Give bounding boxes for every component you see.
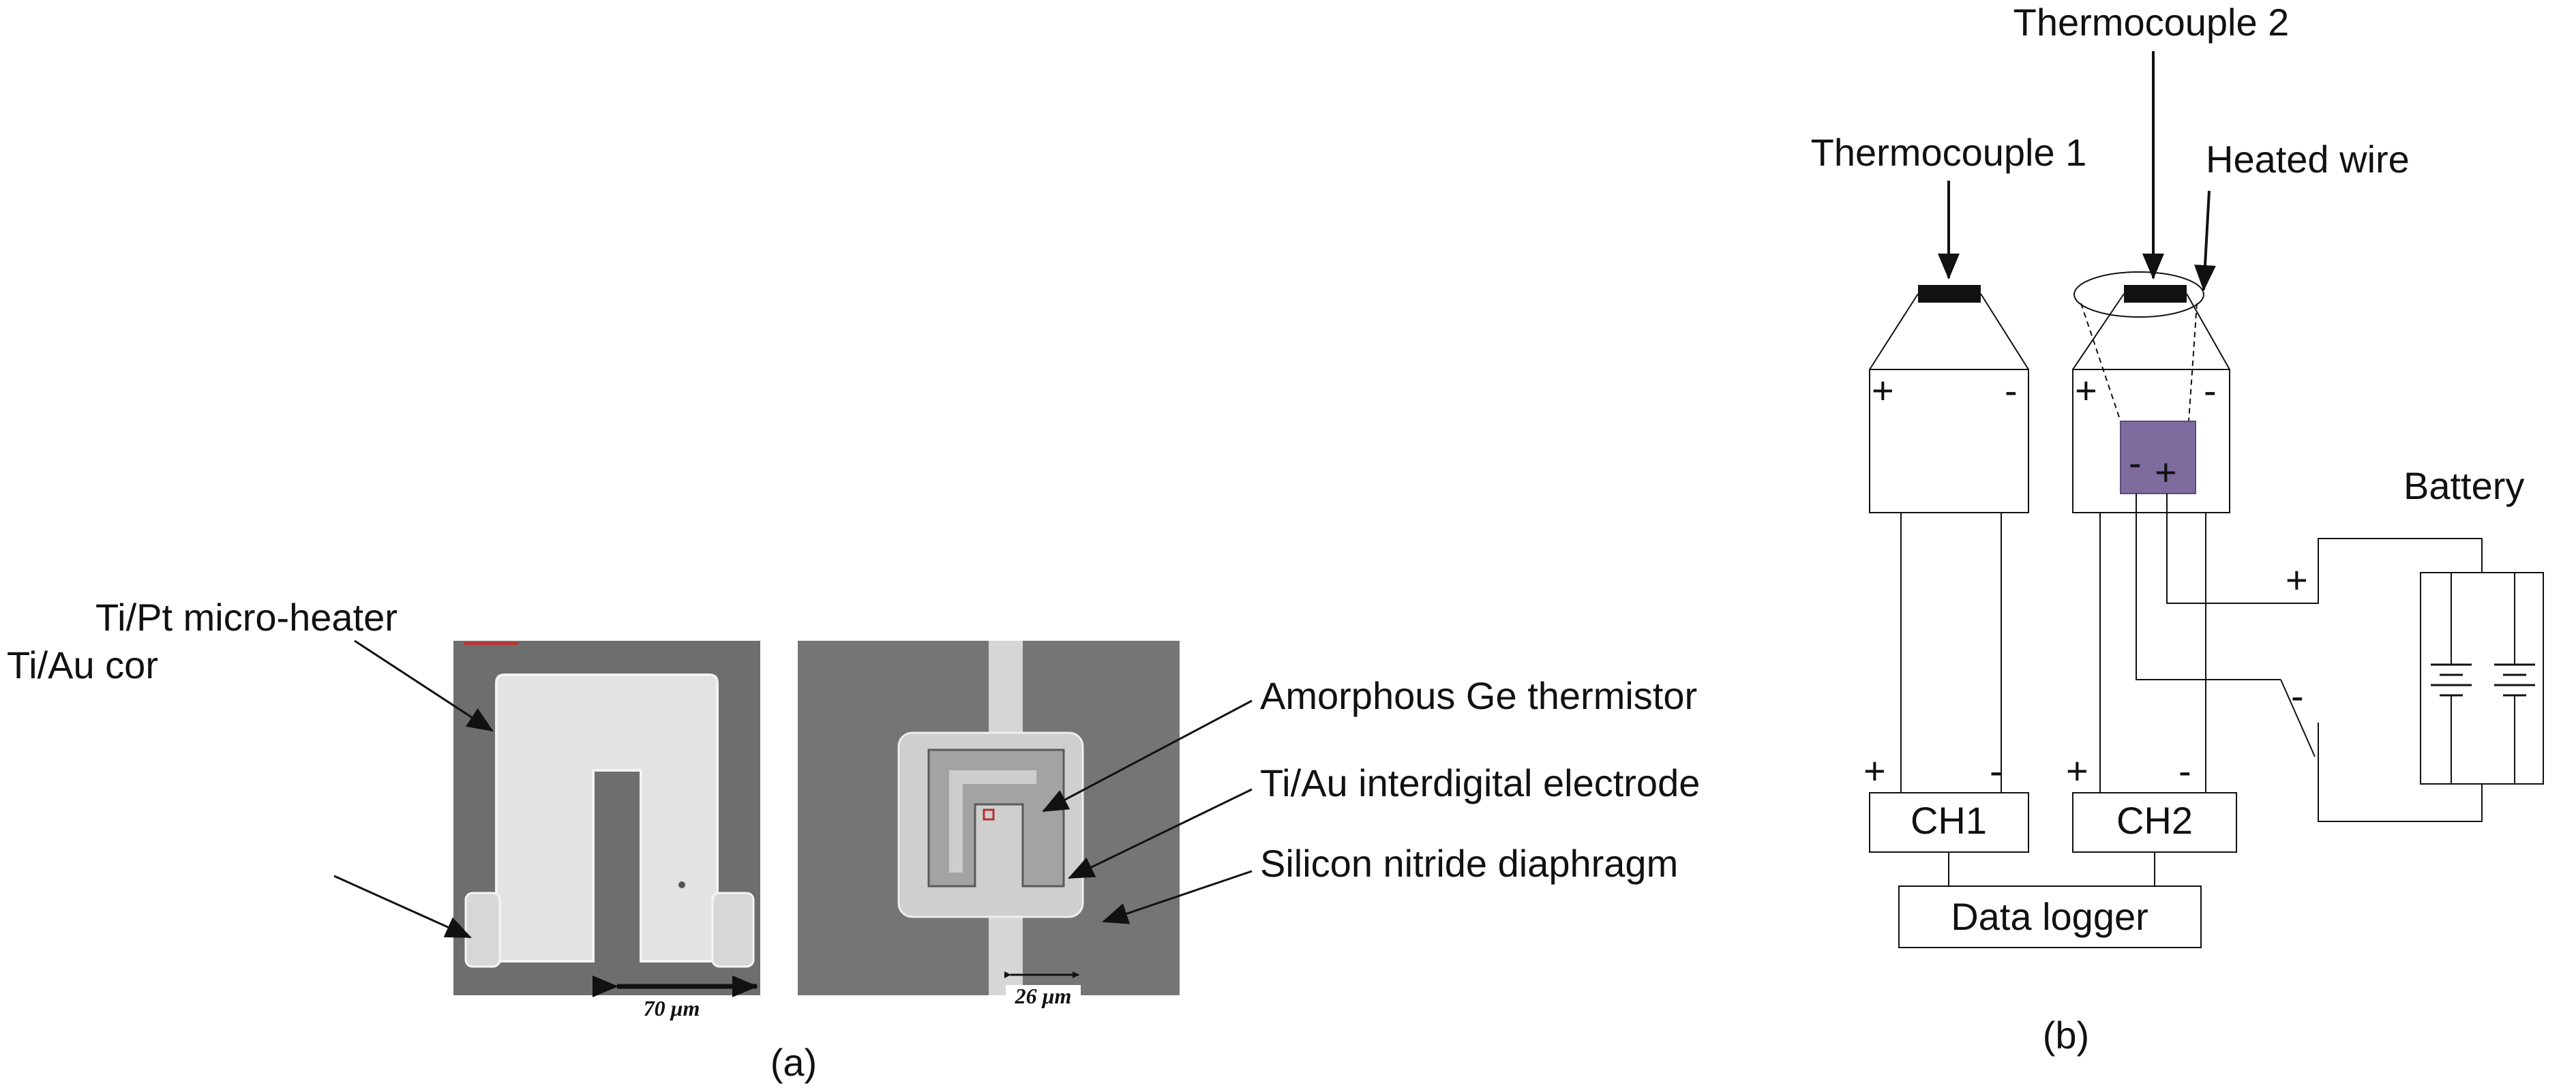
thermocouple-1-junction	[1918, 285, 1981, 303]
label-electrode: Ti/Au interdigital electrode	[1260, 761, 1700, 804]
label-thermocouple-1: Thermocouple 1	[1811, 131, 2087, 174]
arrow-heated-wire	[2194, 190, 2216, 291]
ch2-plus: +	[2066, 749, 2088, 792]
data-logger-label: Data logger	[1951, 895, 2148, 938]
switch	[2280, 679, 2316, 757]
micrograph-micro-heater: 70 μm	[453, 641, 760, 1021]
heated-wire-loop	[2073, 271, 2204, 318]
label-diaphragm: Silicon nitride diaphragm	[1260, 842, 1678, 885]
label-contact: Ti/Au cor	[7, 644, 158, 686]
battery-pack	[2420, 572, 2544, 785]
channel-1-label: CH1	[1911, 799, 1987, 842]
thermocouple-1-box	[1869, 369, 2029, 513]
panel-a: 70 μm 26 μm Ti/Pt micro-heater Ti/Au cor…	[7, 596, 1700, 1084]
panel-b: Thermocouple 1 Thermocouple 2 Heated wir…	[1811, 1, 2544, 1057]
label-thermocouple-2: Thermocouple 2	[2013, 1, 2290, 44]
label-thermistor: Amorphous Ge thermistor	[1260, 674, 1697, 717]
tc2-plus: +	[2075, 369, 2097, 412]
caption-a: (a)	[770, 1041, 817, 1084]
thermocouple-2-box	[2072, 369, 2230, 513]
label-battery: Battery	[2403, 464, 2524, 507]
channel-1-box	[1869, 792, 2029, 853]
tc1-minus: -	[2005, 369, 2018, 412]
tc2-minus: -	[2204, 369, 2217, 412]
ch2-minus: -	[2178, 749, 2191, 792]
caption-b: (b)	[2043, 1014, 2089, 1057]
ch1-minus: -	[1990, 749, 2003, 792]
ch1-plus: +	[1863, 749, 1886, 792]
thermocouple-2-junction	[2124, 285, 2187, 303]
arrow-thermistor	[1042, 699, 1253, 813]
scale-label-right: 26 μm	[1015, 984, 1072, 1008]
battery-cell-left	[2431, 573, 2472, 784]
label-heated-wire: Heated wire	[2206, 138, 2410, 181]
battery-plus: +	[2286, 558, 2308, 601]
channel-2-label: CH2	[2116, 799, 2193, 842]
battery-cell-right	[2494, 573, 2535, 784]
battery-minus: -	[2291, 674, 2304, 717]
channel-2-box	[2072, 792, 2237, 853]
arrow-contact	[333, 875, 472, 939]
scale-label-left: 70 μm	[644, 996, 700, 1020]
data-logger-box	[1898, 885, 2202, 948]
heater-block	[2120, 421, 2196, 494]
arrow-micro-heater	[354, 639, 494, 732]
heater-plus: +	[2155, 451, 2177, 494]
label-micro-heater: Ti/Pt micro-heater	[95, 596, 398, 639]
arrow-electrode	[1068, 788, 1253, 879]
heater-minus: -	[2129, 441, 2142, 484]
micrograph-thermistor: 26 μm	[798, 641, 1180, 1010]
tc1-plus: +	[1872, 369, 1894, 412]
arrow-diaphragm	[1102, 870, 1253, 924]
